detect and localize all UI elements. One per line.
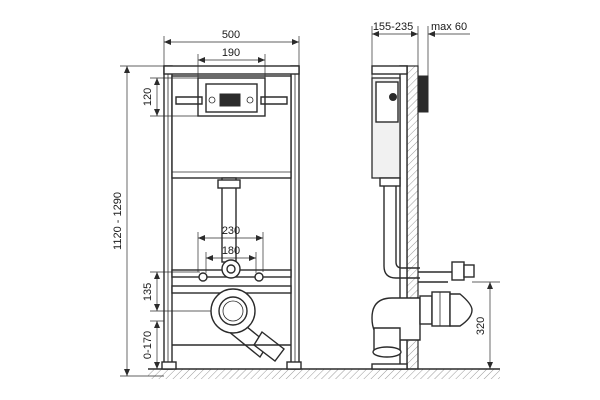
drain-elbow: [210, 288, 285, 362]
dim-outlet-height: 320: [472, 281, 500, 370]
front-view: 500 190 120 1120 - 1290 230: [112, 29, 500, 379]
dim-max-label: max 60: [431, 21, 467, 33]
dim-total-height: 1120 - 1290: [112, 65, 164, 377]
dim-drain-height: 135: [142, 271, 211, 312]
dim-plate-height: 120: [142, 77, 198, 117]
plate-bracket-right: [260, 96, 288, 105]
frame: [161, 65, 302, 370]
side-top-cap: [371, 65, 408, 75]
dim-leg-adjust: 0-170: [142, 320, 164, 369]
dim-plate-width: 190: [197, 47, 266, 78]
side-drain: [371, 291, 473, 358]
dim-outlet-height-label: 320: [475, 317, 487, 335]
foot-right: [286, 361, 302, 370]
dim-studs-inner: 180: [205, 245, 257, 273]
cistern-side-upper: [375, 81, 399, 123]
dim-depth-label: 155-235: [373, 21, 413, 33]
cistern-outlet: [379, 177, 401, 187]
dim-depth: 155-235: [371, 21, 419, 66]
dim-max: max 60: [427, 21, 470, 76]
dim-studs-outer-label: 230: [222, 225, 240, 237]
dim-studs-outer: 230: [197, 225, 264, 272]
side-valve-knob: [389, 93, 397, 101]
flush-pipe-side: [383, 186, 420, 279]
flush-inlet-core: [226, 264, 236, 274]
side-view: 155-235 max 60 320: [371, 21, 500, 370]
flush-valve-screw-left: [208, 96, 216, 104]
stud-right: [254, 272, 264, 282]
flush-pipe-side-inner: [395, 186, 420, 269]
dim-width: 500: [163, 29, 300, 66]
dim-plate-width-label: 190: [222, 47, 240, 59]
wall-bracket: [417, 75, 429, 113]
dim-leg-adjust-label: 0-170: [142, 331, 154, 359]
plate-bracket-left: [175, 96, 203, 105]
dim-drain-height-label: 135: [142, 283, 154, 301]
dim-plate-height-label: 120: [142, 88, 154, 106]
stud-left: [198, 272, 208, 282]
flush-pipe-collar: [217, 179, 241, 189]
dim-studs-inner-label: 180: [222, 245, 240, 257]
flush-button-block: [219, 93, 241, 107]
flush-valve-screw-right: [246, 96, 254, 104]
dim-total-height-label: 1120 - 1290: [112, 192, 124, 250]
side-stud: [418, 261, 475, 281]
frame-top-bar: [163, 65, 300, 75]
floor-hatch: [148, 369, 500, 379]
side-foot: [371, 363, 408, 370]
dim-width-label: 500: [222, 29, 240, 41]
foot-left: [161, 361, 177, 370]
